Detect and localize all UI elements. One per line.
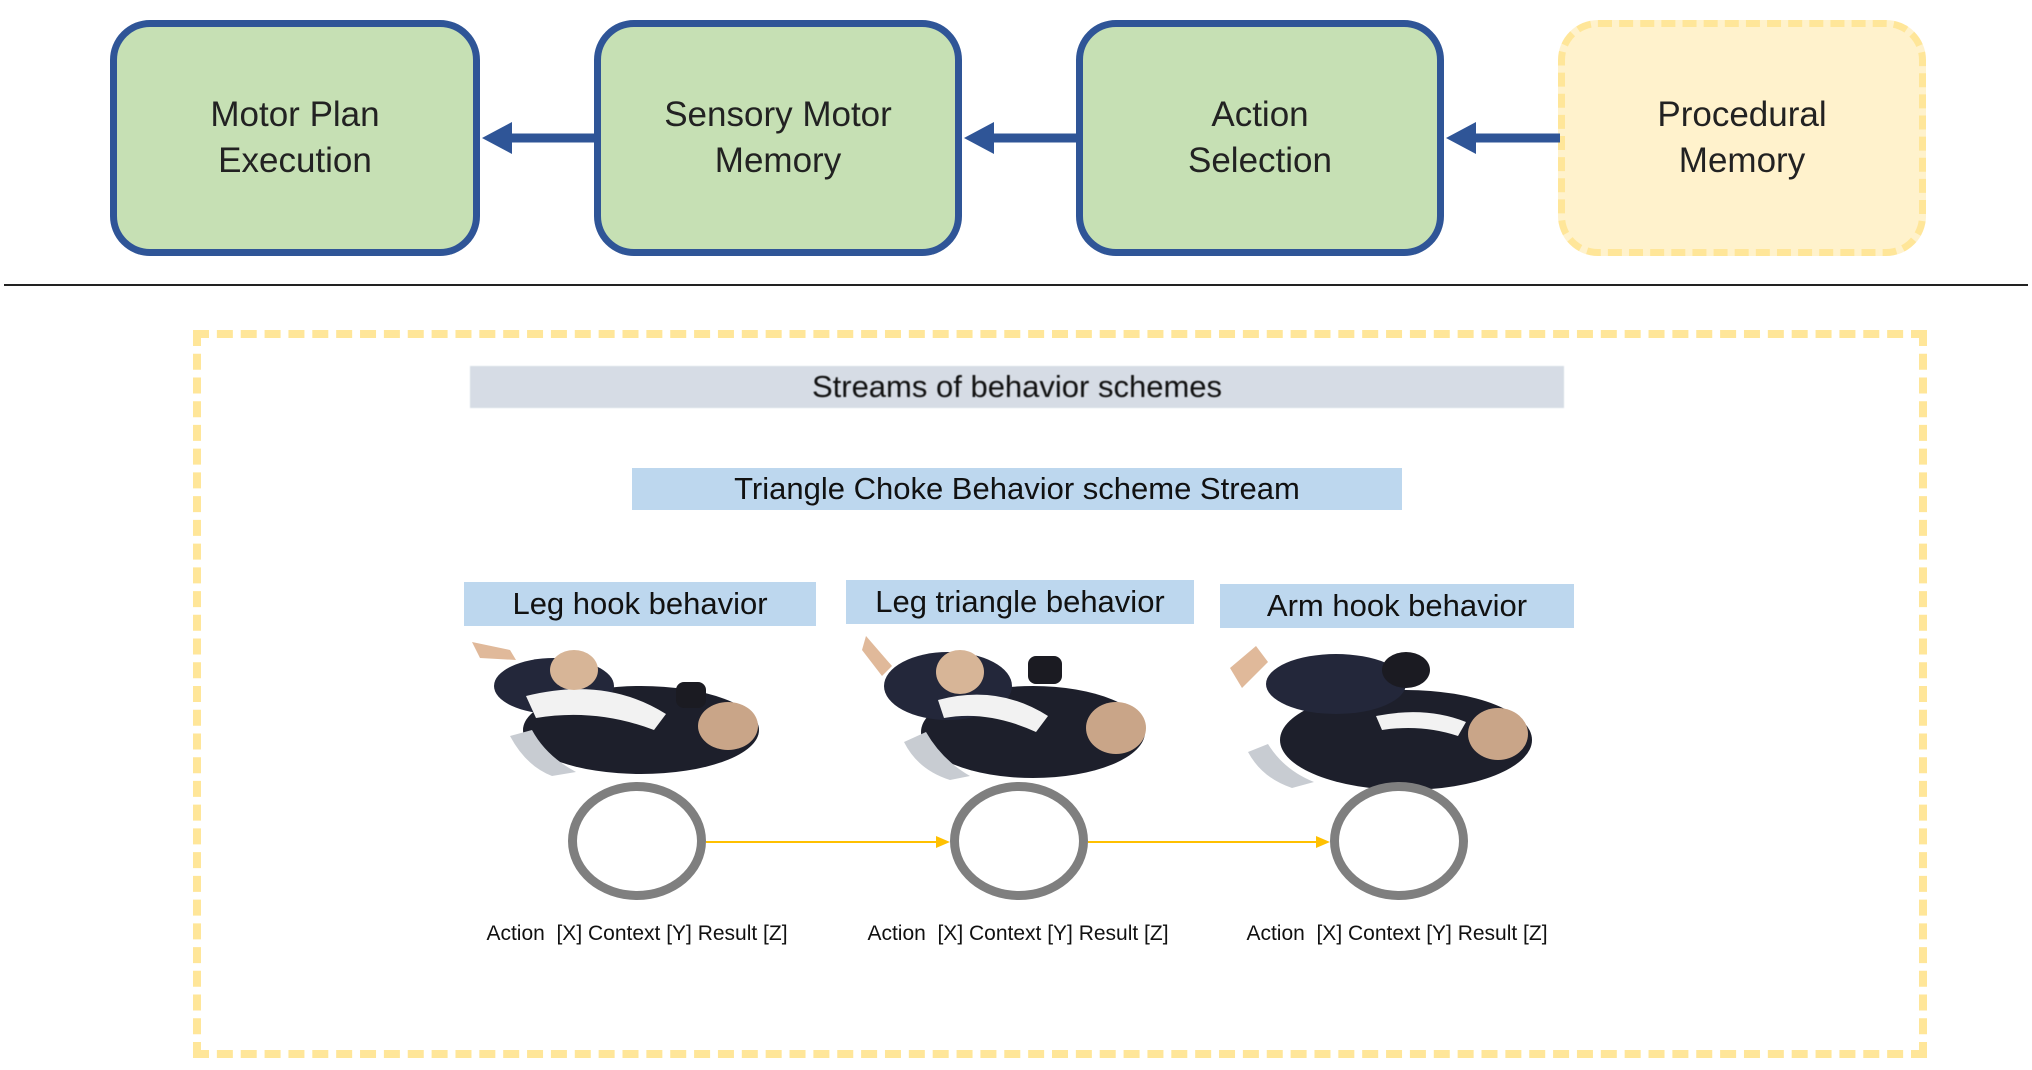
stream-name: Triangle Choke Behavior scheme Stream xyxy=(734,471,1300,506)
arrow-action-to-sensory xyxy=(964,122,1078,154)
procedural-memory-detail-frame xyxy=(193,330,1927,1058)
behavior-label-arm-hook: Arm hook behavior xyxy=(1220,584,1574,628)
behavior-label-leg-hook: Leg hook behavior xyxy=(464,582,816,626)
behavior-label-text: Leg hook behavior xyxy=(512,586,768,621)
leg-hook-photo xyxy=(472,642,759,776)
sensory-motor-memory-box: Sensory Motor Memory xyxy=(594,20,962,256)
action-selection-line2: Selection xyxy=(1188,141,1332,180)
behavior-ring-1 xyxy=(568,782,706,900)
streams-title-banner: Streams of behavior schemes xyxy=(470,366,1564,408)
action-selection-line1: Action xyxy=(1211,95,1309,134)
action-selection-box: Action Selection xyxy=(1076,20,1444,256)
motor-plan-execution-box: Motor Plan Execution xyxy=(110,20,480,256)
behavior-label-text: Leg triangle behavior xyxy=(875,584,1165,619)
section-divider xyxy=(4,284,2028,286)
stream-name-banner: Triangle Choke Behavior scheme Stream xyxy=(632,468,1402,510)
behavior-caption-2: Action [X] Context [Y] Result [Z] xyxy=(867,922,1169,945)
motor-plan-execution-line2: Execution xyxy=(218,141,372,180)
behavior-ring-3 xyxy=(1330,782,1468,900)
motor-plan-execution-line1: Motor Plan xyxy=(210,95,380,134)
behavior-caption-1: Action [X] Context [Y] Result [Z] xyxy=(486,922,788,945)
procedural-memory-box: Procedural Memory xyxy=(1558,20,1926,256)
leg-triangle-photo xyxy=(862,636,1146,780)
arrow-sensory-to-motor xyxy=(482,122,596,154)
streams-title: Streams of behavior schemes xyxy=(811,369,1223,404)
flow-arrow-2-to-3 xyxy=(1088,836,1330,848)
procedural-memory-line1: Procedural xyxy=(1657,95,1827,134)
behavior-ring-2 xyxy=(950,782,1088,900)
arm-hook-photo xyxy=(1230,646,1532,790)
behavior-label-leg-triangle: Leg triangle behavior xyxy=(846,580,1194,624)
behavior-caption-3: Action [X] Context [Y] Result [Z] xyxy=(1246,922,1548,945)
arrow-procedural-to-action xyxy=(1446,122,1560,154)
procedural-memory-line2: Memory xyxy=(1678,141,1806,180)
sensory-motor-memory-line2: Memory xyxy=(714,141,842,180)
behavior-label-text: Arm hook behavior xyxy=(1266,588,1528,623)
flow-arrow-1-to-2 xyxy=(706,836,950,848)
sensory-motor-memory-line1: Sensory Motor xyxy=(664,95,892,134)
